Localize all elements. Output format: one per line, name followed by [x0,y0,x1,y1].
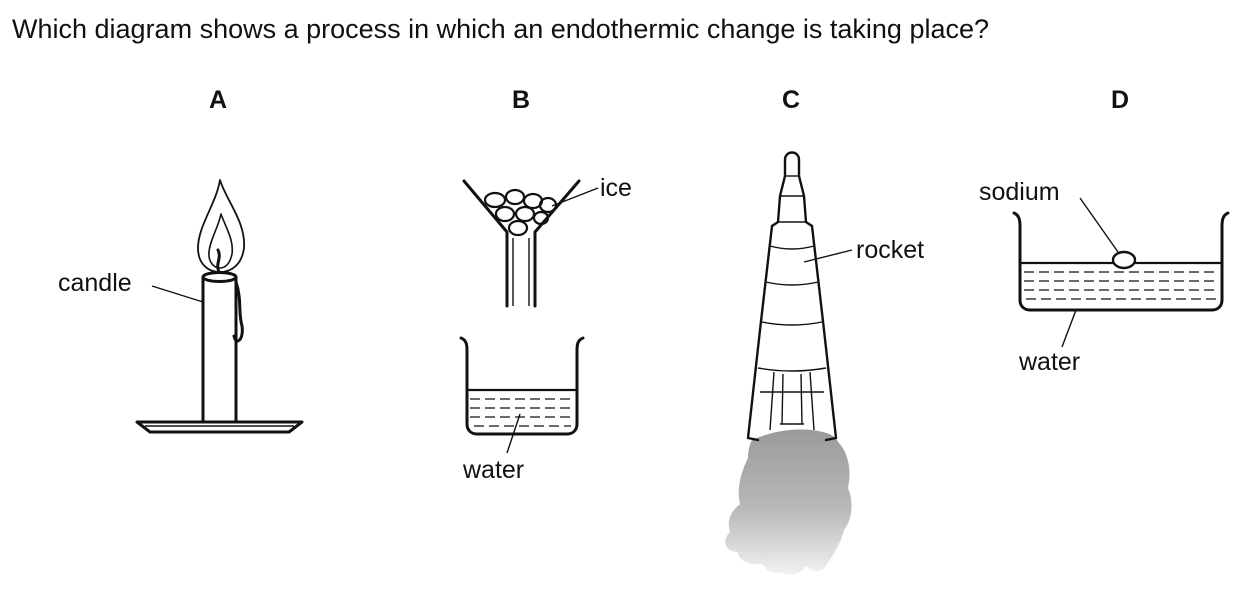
rocket-diagram: rocket [725,151,924,575]
rocket-band [769,245,815,250]
candle-top [201,271,238,283]
option-d-letter[interactable]: D [1110,86,1130,114]
candle-wick [216,248,221,274]
rocket-engine-line [809,371,815,431]
rocket-body-left [746,224,774,442]
rocket-engine-line [800,373,803,425]
sodium-label: sodium [979,178,1060,206]
ice-label: ice [600,174,632,202]
candle-label: candle [58,269,132,297]
ice-cube [507,219,529,237]
option-c-letter[interactable]: C [781,86,801,114]
ice-cube [532,210,550,226]
ice-cubes [483,188,558,237]
candle-flame-outer [197,179,245,273]
option-a-letter[interactable]: A [208,86,228,114]
sodium-label-leader [1079,197,1119,253]
rocket-engine-line [769,371,775,431]
ice-cube [483,191,507,209]
water-d-label-leader [1061,309,1077,348]
rocket-band [765,281,819,286]
candle-holder-plate [135,420,304,434]
rocket-upper-left [770,174,787,228]
option-b-letter[interactable]: B [511,86,531,114]
trough-d [1012,211,1230,312]
question-text: Which diagram shows a process in which a… [12,14,990,44]
funnel-left-side [462,179,509,308]
rocket-engine-line [781,373,784,425]
rocket-upper-right [797,174,814,228]
rocket-label-leader [803,249,853,263]
candle-wax-drip [232,280,244,343]
water-d-label: water [1018,348,1080,376]
beaker-b [459,336,585,436]
sodium-water-diagram: sodium water [979,178,1230,376]
rocket-body-right [810,224,838,442]
sodium-piece [1111,250,1137,270]
candle-label-leader [151,285,204,303]
rocket-exhaust-smoke [725,429,852,575]
rocket-label: rocket [856,236,924,264]
candle-diagram: candle [58,179,304,434]
rocket-nose-tip [783,151,801,178]
candle-flame-inner [208,213,234,269]
water-b-label-leader [506,413,521,454]
ice-cube [504,188,526,206]
funnel-right-side [533,179,581,308]
ice-label-leader [551,187,599,207]
water-b-label: water [462,456,524,484]
ice-cube [514,205,536,223]
rocket-band [761,321,823,326]
rocket-band [757,367,827,372]
ice-cube [494,205,516,223]
ice-melting-diagram: ice water [459,174,632,484]
